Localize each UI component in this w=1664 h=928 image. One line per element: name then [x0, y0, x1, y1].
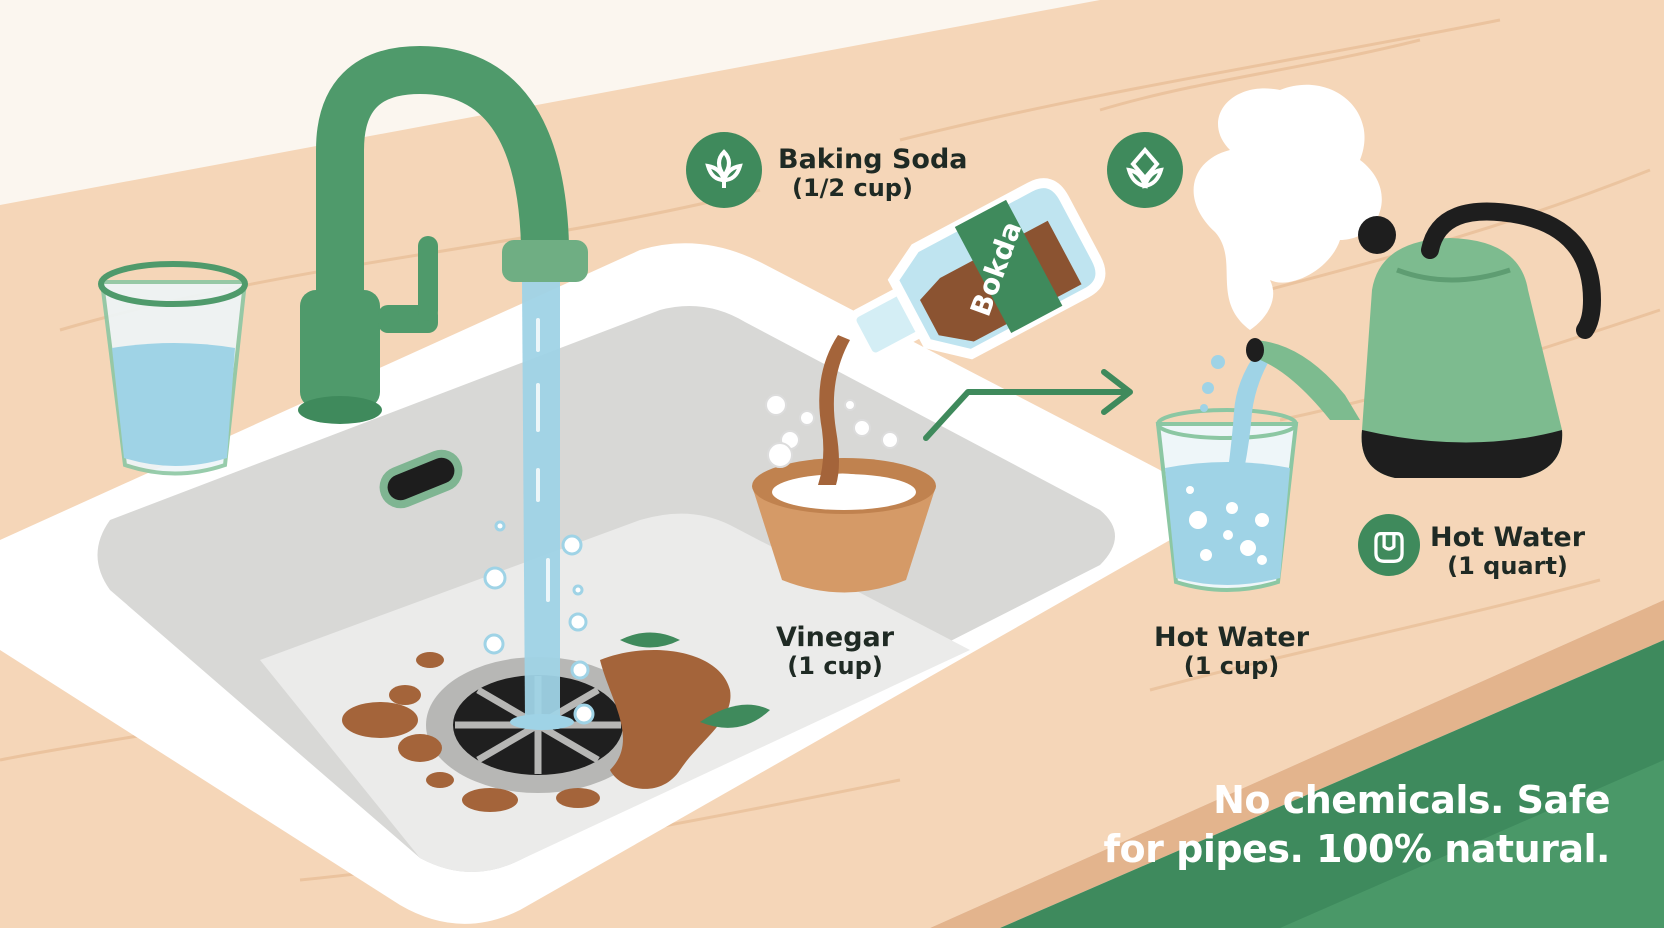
hot-water-glass — [1155, 408, 1299, 592]
kettle-pour-stream — [1228, 350, 1272, 470]
leaf-diamond-icon — [1126, 146, 1164, 189]
baking-soda-name: Baking Soda — [778, 144, 968, 175]
hot-water-cup-label: Hot Water (1 cup) — [1154, 622, 1309, 681]
hot-water-cup-name: Hot Water — [1154, 622, 1310, 653]
vinegar-label: Vinegar (1 cup) — [776, 622, 894, 681]
bottle — [848, 178, 1106, 361]
bubbles-stream — [483, 520, 595, 725]
arrow-icon — [923, 369, 1133, 441]
overflow-slot — [379, 449, 463, 509]
leaf-icon — [705, 149, 743, 188]
vinegar-amount: (1 cup) — [787, 652, 883, 681]
grime-stains — [342, 650, 731, 812]
hot-water-cup-amount: (1 cup) — [1183, 652, 1280, 681]
baking-soda-label: Baking Soda (1/2 cup) — [778, 144, 968, 203]
vinegar-stream — [818, 335, 850, 485]
tagline-line-1: No chemicals. Safe — [1213, 778, 1610, 822]
stream-highlights — [536, 318, 550, 602]
baking-soda-amount: (1/2 cup) — [792, 174, 913, 203]
hot-water-bubbles — [1186, 486, 1269, 565]
splash-drops — [1200, 355, 1225, 412]
hot-water-quart-label: Hot Water (1 quart) — [1430, 522, 1585, 581]
faucet-water-stream — [522, 282, 560, 720]
kettle-badge — [1107, 132, 1183, 208]
hot-water-quart-name: Hot Water — [1430, 522, 1586, 553]
cabinet-panel — [1280, 760, 1664, 928]
kettle — [1246, 202, 1602, 478]
water-drop-icon — [1374, 531, 1404, 563]
splash — [510, 714, 574, 730]
bubbles-bowl — [765, 394, 899, 468]
faucet — [298, 45, 588, 424]
tagline-line-2: for pipes. 100% natural. — [1103, 826, 1611, 871]
hot-water-quart-amount: (1 quart) — [1447, 552, 1568, 581]
leaves-in-sink — [620, 632, 770, 728]
vinegar-name: Vinegar — [776, 622, 895, 653]
hot-water-badge — [1358, 514, 1420, 576]
tagline: No chemicals. Safe for pipes. 100% natur… — [1103, 776, 1611, 873]
counter-edge — [930, 600, 1664, 928]
bowl — [752, 458, 936, 593]
steam — [1193, 84, 1382, 331]
baking-soda-badge — [686, 132, 762, 208]
glass-of-water — [98, 261, 248, 476]
